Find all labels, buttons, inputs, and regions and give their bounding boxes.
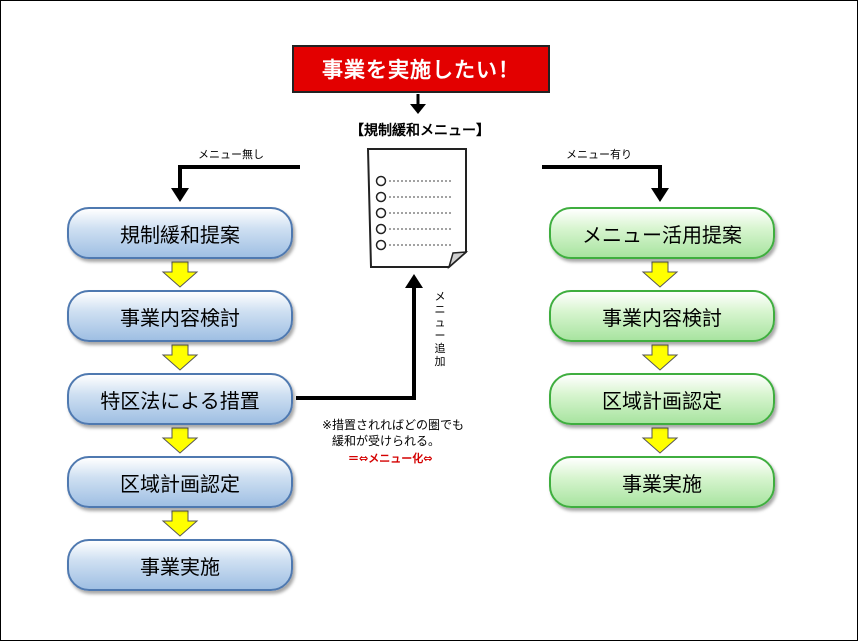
left-down-arrow-4 <box>161 510 199 537</box>
note-line-1: ※措置されればどの圏でも <box>322 418 465 432</box>
right-down-arrow-3 <box>641 427 679 454</box>
document-icon <box>366 148 469 270</box>
menu-add-label: メニュー追加 <box>434 290 446 368</box>
left-branch-arrowhead <box>171 188 189 202</box>
note-line-2: 緩和が受けられる。 <box>332 434 441 448</box>
right-branch-label: メニュー有り <box>566 148 632 161</box>
menu-title: 【規制緩和メニュー】 <box>350 123 490 139</box>
right-down-arrow-1 <box>641 261 679 288</box>
right-step-3: 区域計画認定 <box>549 373 775 425</box>
left-step-2: 事業内容検討 <box>67 290 293 342</box>
right-branch-arrowhead <box>651 188 669 202</box>
left-step-1: 規制緩和提案 <box>67 207 293 259</box>
menu-add-arrowhead <box>405 274 423 288</box>
goal-title: 事業を実施したい！ <box>292 45 550 93</box>
left-step-3: 特区法による措置 <box>67 373 293 425</box>
menu-add-connector <box>296 285 416 400</box>
left-step-4: 区域計画認定 <box>67 456 293 508</box>
left-down-arrow-2 <box>161 344 199 371</box>
left-down-arrow-3 <box>161 427 199 454</box>
left-branch-label: メニュー無し <box>198 148 264 161</box>
right-step-4: 事業実施 <box>549 456 775 508</box>
left-branch-connector <box>178 165 300 190</box>
left-down-arrow-1 <box>161 261 199 288</box>
right-step-1: メニュー活用提案 <box>549 207 775 259</box>
title-down-arrowhead <box>410 104 426 114</box>
note-result: ＝⇔メニュー化⇔ <box>348 452 433 465</box>
right-down-arrow-2 <box>641 344 679 371</box>
right-branch-connector <box>542 165 662 190</box>
right-step-2: 事業内容検討 <box>549 290 775 342</box>
left-step-5: 事業実施 <box>67 539 293 591</box>
